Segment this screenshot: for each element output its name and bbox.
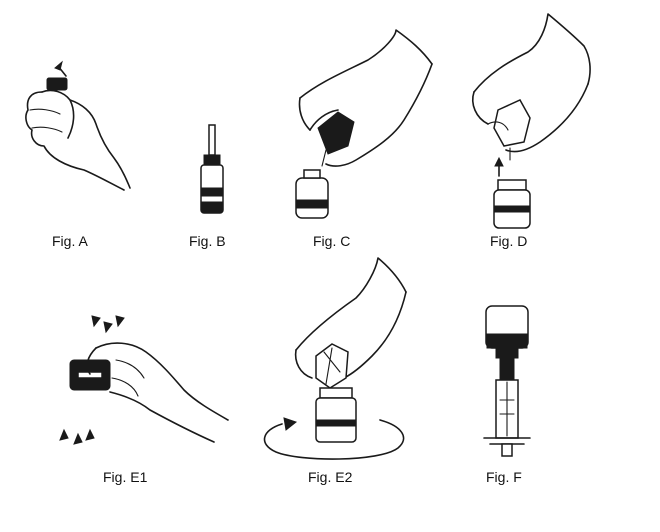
vial-e2-neck [319, 387, 353, 399]
fig-e1-label: Fig. E1 [103, 469, 148, 485]
adapter-cap [46, 77, 68, 91]
vial-d-band [494, 205, 530, 213]
adapter-in-hand [317, 111, 355, 155]
vial-c [295, 177, 329, 219]
fig-f-label: Fig. F [486, 469, 522, 485]
vial-contents [201, 201, 223, 213]
fig-d-illustration [472, 13, 591, 229]
adapter-collar [203, 154, 221, 166]
fig-b-illustration [200, 124, 224, 214]
adapter-f [499, 357, 515, 381]
adapter-spike [208, 124, 216, 156]
syringe-plunger [501, 443, 513, 457]
vial-d-neck [497, 179, 527, 191]
fig-b-label: Fig. B [189, 233, 226, 249]
fig-c-label: Fig. C [313, 233, 351, 249]
vial-d-upside [493, 99, 531, 147]
adapter-e1-stripe [77, 371, 103, 379]
vial-label [201, 187, 223, 197]
vial-f-contents [486, 333, 528, 349]
up-arrows-icon [59, 428, 95, 445]
up-arrow-icon [54, 60, 67, 77]
vial-c-neck [303, 169, 321, 179]
fig-f-illustration [483, 305, 531, 457]
fig-c-illustration [295, 29, 433, 219]
swirl-arrow-icon [263, 417, 405, 460]
up-arrow-icon [494, 156, 504, 177]
fig-a-label: Fig. A [52, 233, 88, 249]
vial-c-band [295, 199, 329, 209]
down-arrows-icon [91, 315, 125, 334]
fig-d-label: Fig. D [490, 233, 528, 249]
vial-f-neck [495, 347, 519, 359]
fig-e2-illustration [263, 257, 407, 460]
fig-a-illustration [25, 60, 131, 191]
adapter-e2 [315, 343, 349, 389]
vial-e2-band [316, 419, 356, 427]
fig-e2-label: Fig. E2 [308, 469, 353, 485]
fig-e1-illustration [59, 315, 229, 445]
